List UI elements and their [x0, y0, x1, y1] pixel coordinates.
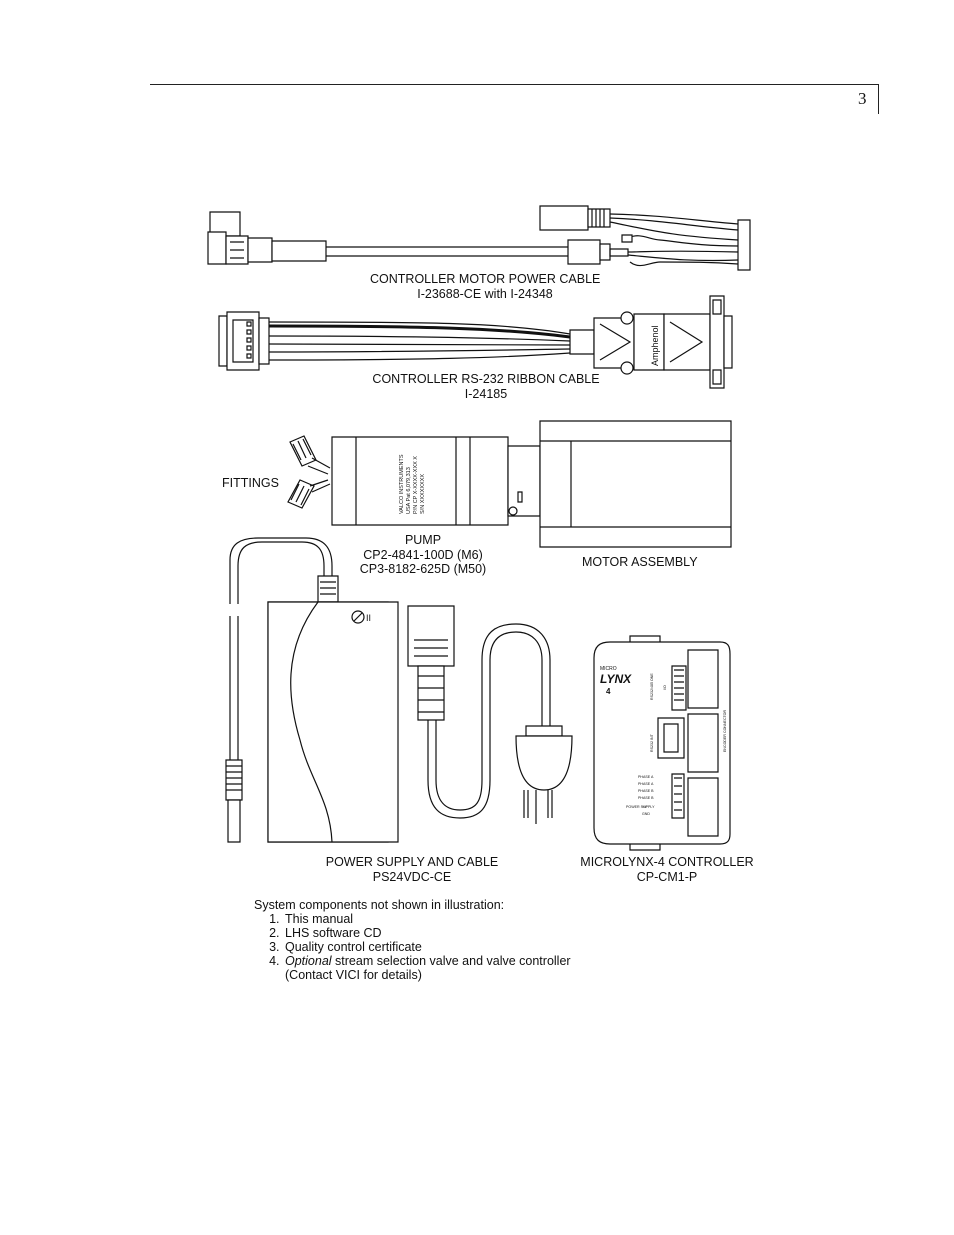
controller-label: POWER SUPPLY [626, 805, 655, 809]
note-emphasis: Optional [285, 954, 332, 968]
motor-drawing [539, 420, 732, 548]
pump-name: PUMP [404, 533, 442, 547]
motor-power-cable-name: CONTROLLER MOTOR POWER CABLE [370, 272, 601, 286]
ribbon-cable-caption: CONTROLLER RS-232 RIBBON CABLE I-24185 [372, 372, 600, 401]
controller-label: +V [642, 805, 647, 809]
ribbon-cable-drawing [218, 295, 733, 389]
power-supply-name: POWER SUPPLY AND CABLE [325, 855, 499, 869]
ribbon-cable-name: CONTROLLER RS-232 RIBBON CABLE [372, 372, 600, 386]
pump-body-line: USA Pat 6,079,313 [406, 467, 412, 514]
controller-label: ENCODER CONNECTOR [723, 710, 727, 752]
ribbon-connector-brand: Amphenol [650, 325, 660, 366]
power-supply-caption: POWER SUPPLY AND CABLE PS24VDC-CE [322, 855, 502, 884]
controller-label: I/O [663, 685, 667, 690]
controller-brand-top: MICRO [600, 666, 617, 672]
pump-caption: PUMP CP2-4841-100D (M6) CP3-8182-625D (M… [358, 533, 488, 577]
note-text: This manual [285, 912, 354, 926]
header-rule [150, 84, 878, 85]
note-item: Optional stream selection valve and valv… [283, 954, 571, 982]
note-text: LHS software CD [285, 926, 382, 940]
power-supply-part: PS24VDC-CE [372, 869, 452, 884]
pump-part-m50: CP3-8182-625D (M50) [359, 562, 487, 576]
note-continuation: (Contact VICI for details) [285, 968, 422, 982]
controller-brand-num: 4 [606, 687, 611, 696]
motor-power-cable-caption: CONTROLLER MOTOR POWER CABLE I-23688-CE … [370, 272, 600, 301]
motor-caption: MOTOR ASSEMBLY [582, 555, 698, 569]
page-number: 3 [858, 89, 867, 108]
class-ii-mark: II [366, 613, 371, 623]
power-cord-drawing [407, 605, 573, 824]
pump-body-line: P/N CP X-XXXX-XXX X [413, 456, 419, 514]
pump-body-line: VALCO INSTRUMENTS [399, 454, 405, 514]
ribbon-cable-part: I-24185 [464, 386, 508, 401]
controller-part: CP-CM1-P [636, 869, 698, 884]
controller-label: PHASE B [638, 789, 654, 793]
note-item: Quality control certificate [283, 940, 571, 954]
motor-power-cable-drawing [207, 205, 751, 271]
note-text: Quality control certificate [285, 940, 422, 954]
controller-label: PHASE A [638, 775, 654, 779]
controller-brand-main: LYNX [600, 672, 632, 686]
note-text: stream selection valve and valve control… [331, 954, 571, 968]
controller-label: RS232/485 ONE [650, 673, 654, 700]
pump-drawing [287, 435, 541, 526]
controller-label: PHASE A [638, 782, 654, 786]
pump-body-text: VALCO INSTRUMENTS USA Pat 6,079,313 P/N … [399, 454, 426, 514]
controller-label: RS232 INT [650, 733, 654, 752]
header-tick [878, 84, 879, 114]
controller-brand: MICRO LYNX 4 [600, 666, 632, 696]
motor-power-cable-part: I-23688-CE with I-24348 [417, 286, 553, 301]
components-not-shown-notes: System components not shown in illustrat… [254, 898, 571, 982]
controller-labels: PHASE A PHASE A PHASE B PHASE B POWER SU… [626, 673, 727, 816]
controller-caption: MICROLYNX-4 CONTROLLER CP-CM1-P [578, 855, 756, 884]
note-item: This manual [283, 912, 571, 926]
pump-part-m6: CP2-4841-100D (M6) [363, 547, 483, 562]
pump-body-line: S/N XXXXXXXX [420, 474, 426, 514]
fittings-caption: FITTINGS [222, 476, 279, 490]
power-supply-drawing [225, 537, 399, 843]
controller-drawing [593, 635, 731, 851]
note-item: LHS software CD [283, 926, 571, 940]
controller-name: MICROLYNX-4 CONTROLLER [580, 855, 754, 869]
controller-label: PHASE B [638, 796, 654, 800]
notes-intro: System components not shown in illustrat… [254, 898, 505, 912]
controller-label: GND [642, 812, 650, 816]
